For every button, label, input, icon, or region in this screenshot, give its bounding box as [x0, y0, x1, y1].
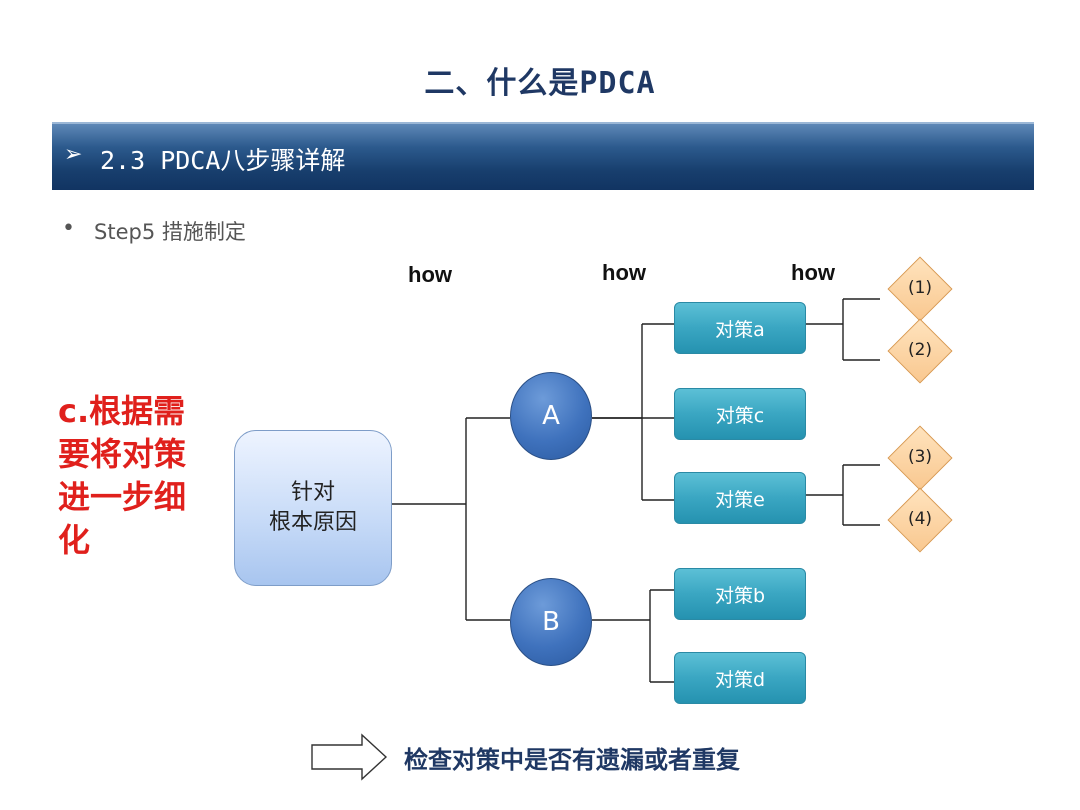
bottom-note: 检查对策中是否有遗漏或者重复 — [404, 746, 740, 774]
root-cause-line-2: 根本原因 — [268, 510, 357, 535]
sub-step-label-3: (3) — [907, 447, 933, 467]
cause-circle-a: A — [510, 372, 592, 460]
root-cause-box: 针对 根本原因 — [234, 430, 392, 586]
measure-box-d: 对策d — [674, 652, 806, 704]
page-title: 二、什么是PDCA — [424, 66, 656, 101]
how-label-1: how — [408, 262, 452, 287]
sub-step-label-4: (4) — [907, 509, 933, 529]
sub-step-label-2: (2) — [907, 340, 933, 360]
step-heading: Step5 措施制定 — [94, 220, 246, 244]
hollow-arrow-icon — [311, 733, 388, 781]
measure-box-b: 对策b — [674, 568, 806, 620]
cause-circle-b: B — [510, 578, 592, 666]
root-cause-line-1: 针对 — [290, 480, 335, 505]
how-label-3: how — [791, 260, 835, 285]
section-title: 2.3 PDCA八步骤详解 — [100, 146, 346, 175]
measure-box-c: 对策c — [674, 388, 806, 440]
measure-box-a: 对策a — [674, 302, 806, 354]
arrow-bullet-icon: ➢ — [64, 142, 83, 167]
bullet-dot-icon: • — [62, 216, 75, 241]
side-note: c.根据需要将对策进一步细化 — [58, 392, 187, 559]
section-header-bar: ➢ 2.3 PDCA八步骤详解 — [52, 122, 1034, 190]
how-label-2: how — [602, 260, 646, 285]
measure-box-e: 对策e — [674, 472, 806, 524]
sub-step-label-1: (1) — [907, 278, 933, 298]
